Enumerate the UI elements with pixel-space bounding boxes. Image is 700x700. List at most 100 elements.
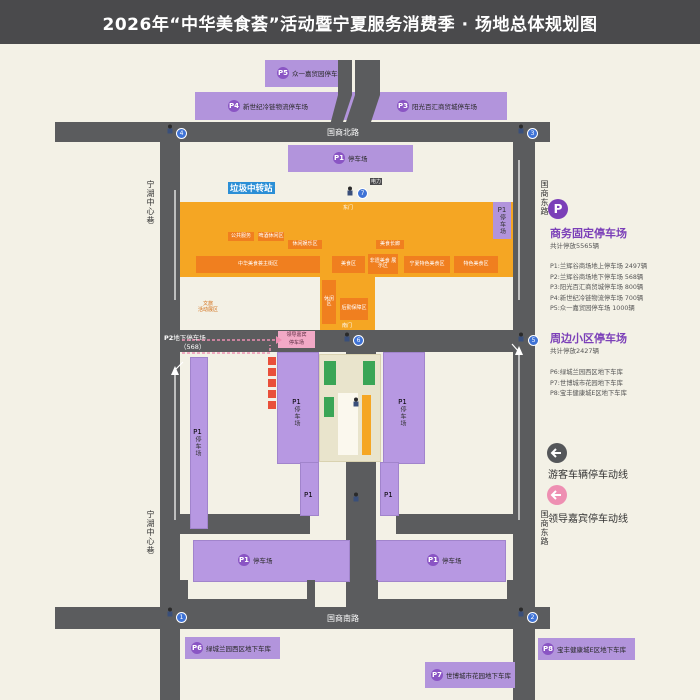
p8-label: 宝丰健康城E区地下车库	[557, 646, 627, 654]
center-orange-strip	[362, 395, 371, 455]
venue-box-heritage[interactable]: 非遗美食 展示区	[368, 254, 398, 274]
p2-badge: P2	[164, 334, 174, 342]
parking-p1-col-right[interactable]: P1	[380, 462, 399, 516]
legend-community-title: 周边小区停车场	[550, 332, 627, 345]
traffic-officer-icon	[353, 397, 359, 407]
p1-mid-right-badge: P1	[398, 398, 407, 406]
center-green-block-2	[363, 361, 375, 385]
venue-box-public-service[interactable]: 公共服务	[228, 232, 254, 241]
parking-p1-col-left[interactable]: P1	[300, 462, 319, 516]
venue-box-main-street[interactable]: 中华美食荟主街区	[196, 256, 320, 273]
node-6[interactable]: 6	[353, 335, 364, 346]
venue-box-special[interactable]: 特色美食区	[454, 256, 498, 273]
road-loop-south-right	[370, 580, 515, 607]
legend-community-item: P7:世博城市花园地下车库	[550, 379, 623, 387]
legend-vip-route: 领导嘉宾停车动线	[548, 514, 628, 525]
p7-label: 世博城市花园地下车库	[446, 672, 511, 680]
node-3[interactable]: 3	[527, 128, 538, 139]
p2-label: 地下停车场	[173, 334, 206, 342]
node-4[interactable]: 4	[176, 128, 187, 139]
road-label-east-bottom: 国商东路	[540, 510, 549, 546]
legend-business-item: P4:新世纪冷链物流停车场 700辆	[550, 294, 644, 302]
p3-label: 阳光百汇商贸城停车场	[412, 103, 477, 111]
legend-visitor-route: 游客车辆停车动线	[548, 470, 628, 481]
legend-business-total: 共计停放5565辆	[550, 242, 600, 250]
power-label: 电力	[370, 178, 383, 185]
legend-business-title: 商务固定停车场	[550, 227, 627, 240]
vip-parking-box[interactable]: 领导嘉宾 停车场	[278, 331, 315, 348]
p1-east-badge: P1	[497, 206, 507, 214]
p6-badge: P6	[191, 642, 203, 654]
parking-p1-mid-right[interactable]: P1 停车场	[383, 352, 425, 464]
parking-p1-west[interactable]: P1 停车场	[190, 357, 208, 529]
venue-box-beer[interactable]: 啤酒休闲区	[258, 232, 284, 241]
p1-west-label: 停车场	[194, 436, 201, 457]
p1-mid-left-badge: P1	[292, 398, 301, 406]
venue-box-corridor[interactable]: 美食长廊	[376, 240, 404, 249]
p5-badge: P5	[277, 67, 289, 79]
center-venue-area[interactable]	[319, 354, 381, 462]
legend-community-item: P8:宝丰健康城E区地下车库	[550, 390, 627, 397]
road-venue-loop-right	[396, 514, 516, 534]
vip-route-arrow	[276, 336, 282, 344]
p1-bottom-right-badge: P1	[427, 554, 439, 566]
waste-station-label: 垃圾中转站	[228, 182, 275, 194]
traffic-officer-icon	[518, 332, 524, 342]
p3-badge: P3	[397, 100, 409, 112]
venue-box-logistics[interactable]: 后勤保障区	[340, 298, 368, 320]
traffic-officer-icon	[353, 492, 359, 502]
parking-p1-east[interactable]: P1 停车场	[493, 202, 511, 239]
p7-badge: P7	[431, 669, 443, 681]
p1-north-badge: P1	[333, 152, 345, 164]
road-label-west-bottom: 宁湖中心巷	[146, 510, 155, 555]
page-title: 2026年“中华美食荟”活动暨宁夏服务消费季 · 场地总体规划图	[0, 0, 700, 44]
road-north-spur	[330, 60, 352, 125]
node-7[interactable]: 7	[357, 188, 368, 199]
p1-col-left-badge: P1	[304, 491, 313, 499]
p1-east-label: 停车场	[498, 214, 506, 235]
p1-mid-right-label: 停车场	[399, 406, 406, 427]
legend-community-list: P6:绿城兰园西区地下车库 P7:世博城市花园地下车库 P8:宝丰健康城E区地下…	[550, 368, 627, 400]
road-label-east-top: 国商东路	[540, 180, 549, 216]
p8-badge: P8	[542, 643, 554, 655]
visitor-arrow-west	[171, 366, 179, 375]
node-2[interactable]: 2	[527, 612, 538, 623]
south-gate-label: 南门	[342, 323, 353, 329]
center-green-block-3	[324, 397, 334, 417]
legend-community-total: 共计停放2427辆	[550, 347, 600, 355]
venue-box-food[interactable]: 美食区	[332, 256, 365, 273]
parking-p1-mid-left[interactable]: P1 停车场	[277, 352, 319, 464]
p2-parking-label[interactable]: P2地下停车场 （568）	[164, 334, 206, 352]
vip-route-icon	[547, 485, 567, 505]
vip-sign-column	[268, 357, 276, 412]
p1-bottom-left-badge: P1	[238, 554, 250, 566]
venue-box-ningxia[interactable]: 宁夏特色美食区	[404, 256, 450, 273]
east-gate-label: 东门	[343, 205, 354, 211]
p6-label: 绿城兰园西区地下车库	[206, 645, 271, 653]
traffic-officer-icon	[344, 332, 350, 342]
visitor-route-west	[174, 361, 184, 520]
venue-box-culture[interactable]: 文旅 活动展区	[197, 301, 218, 313]
venue-box-leisure[interactable]: 休闲娱乐区	[288, 240, 322, 249]
p1-west-badge: P1	[193, 428, 202, 436]
road-label-north: 国商北路	[327, 128, 359, 137]
node-1[interactable]: 1	[176, 612, 187, 623]
center-green-block-1	[324, 361, 336, 385]
p1-bottom-right-label: 停车场	[442, 557, 462, 565]
p4-badge: P4	[228, 100, 240, 112]
p1-mid-left-label: 停车场	[293, 406, 300, 427]
traffic-officer-icon	[167, 607, 173, 617]
node-5[interactable]: 5	[528, 335, 539, 346]
venue-box-rest[interactable]: 休闲区	[322, 280, 336, 324]
